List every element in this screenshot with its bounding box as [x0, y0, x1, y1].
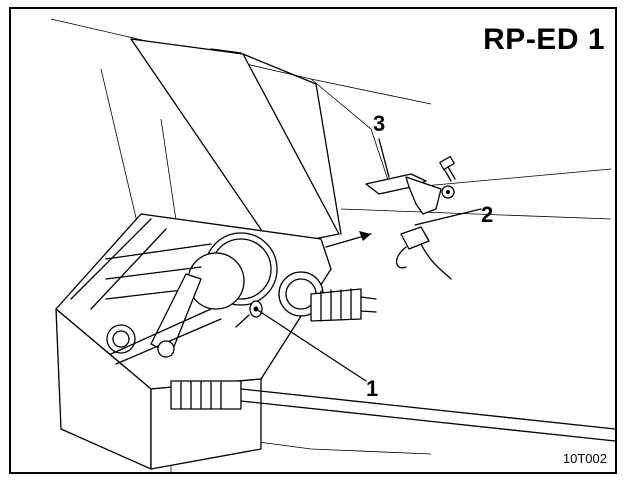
sensor-item-2	[395, 208, 482, 280]
explode-arrow	[325, 231, 372, 248]
machine-assembly-drawing	[50, 18, 615, 472]
figure-code: 10T002	[562, 451, 607, 466]
callout-2: 2	[481, 202, 494, 227]
bolt-and-nut	[439, 155, 456, 199]
figure-frame: RP-ED 1 1 2 3 10T002	[9, 7, 617, 474]
figure-title: RP-ED 1	[483, 23, 605, 56]
bracket-item-3	[365, 138, 442, 215]
bolt-item-1	[235, 300, 367, 382]
callout-3: 3	[373, 111, 386, 136]
housing-box	[55, 213, 332, 470]
drive-shafts	[170, 288, 615, 442]
callout-1: 1	[366, 376, 379, 401]
